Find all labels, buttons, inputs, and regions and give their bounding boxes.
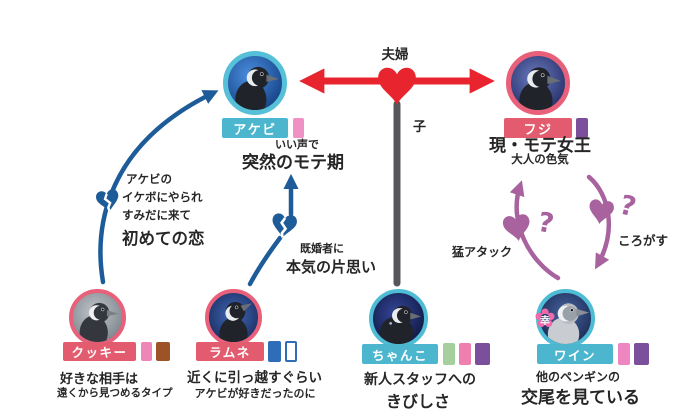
fuji-note-small: 大人の色気: [511, 152, 569, 166]
penguin-photo-akebi: [223, 51, 287, 115]
personality-chip-pink: [459, 343, 471, 365]
chanko-note-line2: きびしさ: [385, 392, 450, 411]
penguin-photo-wine: [536, 289, 595, 348]
child-label: 子: [413, 120, 427, 135]
question-mark: ?: [535, 206, 557, 241]
broken-heart-icon: [270, 212, 298, 240]
flower-badge-icon: ✿ 幸: [534, 304, 556, 334]
penguin-name-tag: フジ: [504, 118, 572, 138]
penguin-illustration: [235, 66, 279, 110]
personality-chip-pink: [618, 343, 630, 365]
personality-chip-pink: [141, 342, 152, 361]
penguin-photo-cookie: [69, 289, 126, 346]
ramune-note-line1: 近くに引っ越すぐらい: [187, 370, 322, 386]
personality-chip-brown: [156, 342, 170, 361]
cookie-akebi-text-line3: すみだに来て: [122, 208, 191, 222]
akebi-note-large: 突然のモテ期: [242, 153, 344, 173]
penguin-photo-ramune: [205, 289, 262, 346]
fuji-wine-label: ころがす: [618, 233, 669, 248]
penguin-name-tag: ラムネ: [196, 342, 264, 361]
akebi-note-small: いい声で: [275, 138, 319, 151]
penguin-illustration: [379, 305, 422, 344]
question-mark: ?: [616, 189, 640, 224]
penguin-illustration: [79, 302, 119, 342]
penguin-illustration: [219, 301, 253, 342]
flower-badge-kanji: 幸: [540, 315, 550, 327]
penguin-name-tag: クッキー: [63, 342, 136, 361]
ramune-akebi-text-line2: 本気の片思い: [286, 258, 377, 276]
couple-label: 夫婦: [381, 47, 409, 63]
penguin-name-tag: ちゃんこ: [362, 344, 438, 364]
penguin-photo-chanko: [369, 289, 428, 348]
ramune-akebi-text-line1: 既婚者に: [300, 242, 344, 255]
cookie-note-line2: 遠くから見つめるタイプ: [57, 387, 173, 399]
broken-heart-icon: [95, 188, 121, 214]
personality-chip-white: [285, 341, 297, 362]
wine-to-fuji-arrow: [509, 180, 561, 281]
penguin-name-tag: アケビ: [222, 118, 288, 138]
personality-chip-green: [443, 343, 455, 365]
penguin-illustration: [519, 67, 561, 110]
ramune-arrow-curve: [247, 235, 283, 287]
personality-chip-blue: [268, 341, 281, 362]
cookie-note-line1: 好きな相手は: [60, 372, 139, 387]
cookie-akebi-text-line2: イケボにやられ: [122, 190, 203, 204]
cookie-akebi-text-line4: 初めての恋: [122, 229, 205, 248]
chanko-note-line1: 新人スタッフへの: [364, 372, 476, 388]
ramune-note-line2: アケビが好きだったのに: [194, 387, 316, 400]
wine-note-line2: 交尾を見ている: [521, 388, 640, 408]
penguin-illustration: [547, 303, 590, 344]
personality-chip-purple: [475, 343, 490, 365]
penguin-photo-fuji: [506, 51, 570, 115]
wine-fuji-label: 猛アタック: [452, 245, 513, 259]
personality-chip-purple: [576, 118, 588, 138]
personality-chip-pink: [293, 118, 304, 138]
wine-note-line1: 他のペンギンの: [535, 370, 620, 384]
personality-chip-purple: [634, 343, 649, 365]
cookie-akebi-text-line1: アケビの: [126, 172, 172, 186]
fuji-note-large: 現・モテ女王: [489, 136, 591, 156]
penguin-name-tag: ワイン: [537, 344, 613, 364]
